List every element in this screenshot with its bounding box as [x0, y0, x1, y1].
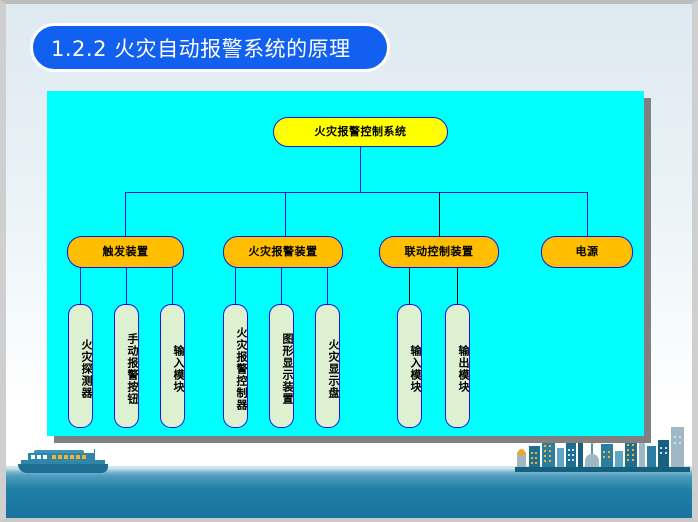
diagram-node-branch-1: 触发装置 [67, 236, 184, 268]
diagram-node-root: 火灾报警控制系统 [273, 117, 448, 147]
node-label: 火灾显示盘 [327, 339, 340, 399]
connector-branch-3-leaf-1 [409, 268, 410, 304]
fire-alarm-system-diagram: 火灾报警控制系统 触发装置 火灾报警装置 联动控制装置 电源 [47, 91, 644, 436]
slide-title-pill: 1.2.2 火灾自动报警系统的原理 [30, 23, 390, 72]
sea-horizon-fade [0, 462, 698, 472]
diagram-leaf-input-module-b: 输入模块 [397, 304, 422, 428]
diagram-leaf-fire-detector: 火灾探测器 [68, 304, 93, 428]
node-label: 火灾探测器 [80, 339, 93, 399]
connector-branch-2-leaf-3 [327, 268, 328, 304]
connector-root-stem [360, 147, 361, 192]
page-title: 1.2.2 火灾自动报警系统的原理 [51, 36, 351, 61]
content-panel: 火灾报警控制系统 触发装置 火灾报警装置 联动控制装置 电源 [47, 91, 644, 436]
node-label: 图形显示装置 [281, 333, 294, 405]
connector-bus [125, 192, 587, 193]
diagram-leaf-manual-alarm-button: 手动报警按钮 [114, 304, 139, 428]
node-label: 输出模块 [457, 345, 470, 393]
node-label: 手动报警按钮 [126, 333, 139, 405]
diagram-leaf-graphic-display-device: 图形显示装置 [269, 304, 294, 428]
node-label: 联动控制装置 [404, 245, 474, 259]
connector-branch-1-leaf-2 [126, 268, 127, 304]
node-label: 输入模块 [409, 345, 422, 393]
sea-background [0, 466, 698, 522]
boat-graphic [18, 449, 110, 474]
connector-branch-2-leaf-1 [235, 268, 236, 304]
node-label: 触发装置 [102, 245, 149, 259]
node-label: 火灾报警控制系统 [314, 125, 407, 139]
diagram-node-branch-4: 电源 [541, 236, 633, 268]
node-label: 火灾报警控制器 [235, 327, 248, 411]
diagram-leaf-fire-alarm-controller: 火灾报警控制器 [223, 304, 248, 428]
node-label: 电源 [575, 245, 599, 259]
connector-branch-3-leaf-2 [457, 268, 458, 304]
diagram-leaf-input-module-a: 输入模块 [160, 304, 185, 428]
connector-branch-1-leaf-1 [80, 268, 81, 304]
node-label: 火灾报警装置 [248, 245, 318, 259]
diagram-leaf-fire-display-panel: 火灾显示盘 [315, 304, 340, 428]
diagram-node-branch-3: 联动控制装置 [379, 236, 499, 268]
connector-branch-2-leaf-2 [281, 268, 282, 304]
diagram-leaf-output-module: 输出模块 [445, 304, 470, 428]
node-label: 输入模块 [172, 345, 185, 393]
connector-bus-to-branch-4 [587, 192, 588, 236]
connector-bus-to-branch-2 [285, 192, 286, 236]
diagram-node-branch-2: 火灾报警装置 [223, 236, 343, 268]
connector-branch-1-leaf-3 [172, 268, 173, 304]
connector-bus-to-branch-3 [439, 192, 440, 236]
connector-bus-to-branch-1 [125, 192, 126, 236]
city-skyline-graphic [515, 424, 690, 472]
